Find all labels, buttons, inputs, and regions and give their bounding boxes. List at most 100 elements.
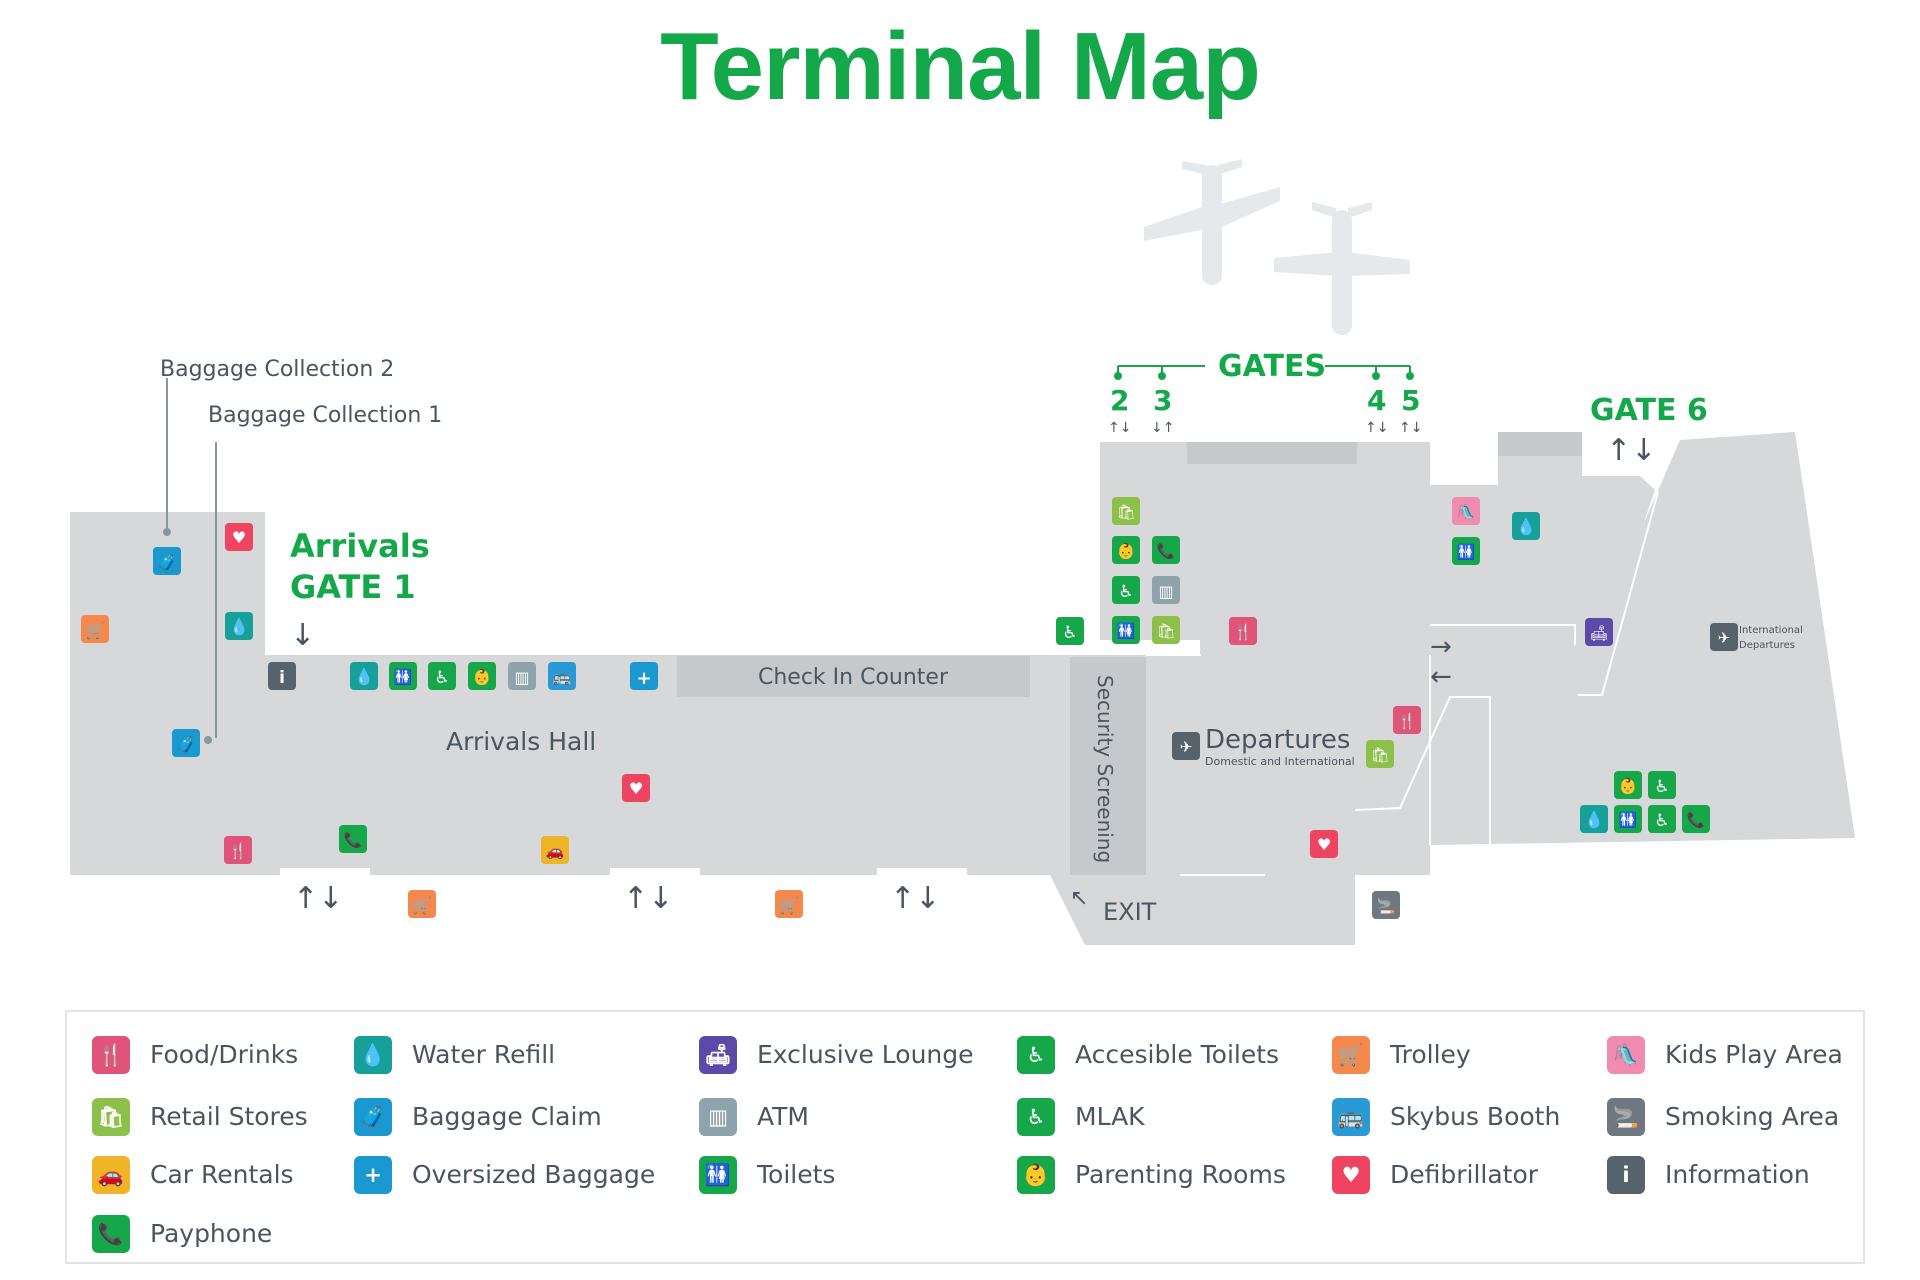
oversized-baggage-icon: + <box>354 1156 392 1194</box>
svg-text:♿: ♿ <box>434 668 449 688</box>
gate-3-label: 3 <box>1153 384 1172 417</box>
airplane-icon <box>1274 202 1410 335</box>
information-icon: i <box>1607 1156 1645 1194</box>
retail-stores-icon: 🛍 <box>1112 497 1140 525</box>
payphone-icon: 📞 <box>1682 805 1710 833</box>
car-rentals-icon: 🚗 <box>541 836 569 864</box>
svg-text:♥: ♥ <box>1317 835 1331 854</box>
toilets-icon: 🚻 <box>389 662 417 690</box>
svg-text:♥: ♥ <box>232 528 246 547</box>
svg-text:↓: ↓ <box>290 618 315 653</box>
payphone-icon: 📞 <box>92 1215 130 1253</box>
svg-text:✈: ✈ <box>1718 629 1731 647</box>
water-refill-icon: 💧 <box>1512 512 1540 540</box>
svg-text:🛍: 🛍 <box>1370 746 1389 764</box>
legend-label: Exclusive Lounge <box>757 1040 974 1069</box>
legend-label: Car Rentals <box>150 1160 294 1189</box>
svg-text:♿: ♿ <box>1118 582 1133 602</box>
gates-label: GATES <box>1218 349 1326 384</box>
arrivals-hall-label: Arrivals Hall <box>446 727 596 756</box>
svg-text:🛝: 🛝 <box>1457 503 1476 521</box>
svg-text:↑↓: ↑↓ <box>293 881 343 916</box>
food-drinks-icon: 🍴 <box>1393 706 1421 734</box>
svg-text:🚬: 🚬 <box>1377 897 1396 915</box>
svg-text:♿: ♿ <box>1062 623 1077 643</box>
exit-label: EXIT <box>1103 898 1157 926</box>
defibrillator-icon: ♥ <box>1332 1156 1370 1194</box>
atm-icon: ▥ <box>508 662 536 690</box>
toilets-icon: 🚻 <box>1112 616 1140 644</box>
legend-label: Water Refill <box>412 1040 556 1069</box>
svg-text:🚗: 🚗 <box>546 842 565 860</box>
legend-label: Parenting Rooms <box>1075 1160 1286 1189</box>
svg-text:💧: 💧 <box>1584 810 1604 829</box>
accessible-toilets-icon: ♿ <box>1112 576 1140 604</box>
accessible-toilets-icon: ♿ <box>1648 805 1676 833</box>
svg-text:🧳: 🧳 <box>157 553 177 572</box>
legend-label: Defibrillator <box>1390 1160 1539 1189</box>
legend-label: Information <box>1665 1160 1810 1189</box>
svg-text:🍴: 🍴 <box>1398 712 1417 730</box>
svg-text:📞: 📞 <box>1157 541 1176 560</box>
svg-text:🚻: 🚻 <box>1117 622 1136 640</box>
defibrillator-icon: ♥ <box>225 523 253 551</box>
trolley-icon: 🛒 <box>775 890 803 918</box>
svg-text:↑↓: ↑↓ <box>1399 420 1422 436</box>
legend-label: Skybus Booth <box>1390 1102 1561 1131</box>
toilets-icon: 🚻 <box>1452 537 1480 565</box>
legend-label: Accesible Toilets <box>1075 1040 1280 1069</box>
water-refill-icon: 💧 <box>225 612 253 640</box>
payphone-icon: 📞 <box>1152 536 1180 564</box>
svg-text:🍴: 🍴 <box>229 842 248 860</box>
information-icon: i <box>268 662 296 690</box>
departures-label: Departures <box>1205 725 1350 755</box>
water-refill-icon: 💧 <box>350 662 378 690</box>
legend-label: Food/Drinks <box>150 1040 299 1069</box>
svg-text:👶: 👶 <box>473 668 492 686</box>
skybus-booth-icon: 🚌 <box>1332 1098 1370 1136</box>
trolley-icon: 🛒 <box>408 890 436 918</box>
svg-text:📞: 📞 <box>344 830 363 849</box>
check-in-counter-label: Check In Counter <box>758 665 949 690</box>
baggage-claim-icon: 🧳 <box>153 547 181 575</box>
defibrillator-icon: ♥ <box>1310 830 1338 858</box>
kids-play-area-icon: 🛝 <box>1452 497 1480 525</box>
legend-label: Toilets <box>757 1160 836 1189</box>
svg-text:🍴: 🍴 <box>1234 623 1253 641</box>
legend-label: Kids Play Area <box>1665 1040 1843 1069</box>
accessible-toilets-icon: ♿ <box>428 662 456 690</box>
gate-lines <box>1114 365 1414 380</box>
svg-text:↑↓: ↑↓ <box>623 881 673 916</box>
legend-label: Oversized Baggage <box>412 1160 656 1189</box>
departures-icon: ✈ <box>1172 732 1200 760</box>
svg-text:🛍: 🛍 <box>1116 503 1135 521</box>
payphone-icon: 📞 <box>339 825 367 853</box>
smoking-area-icon: 🚬 <box>1607 1098 1645 1136</box>
baggage-claim-icon: 🧳 <box>354 1098 392 1136</box>
intl-departures-label-2: Departures <box>1739 640 1795 651</box>
food-drinks-icon: 🍴 <box>1229 617 1257 645</box>
legend-label: MLAK <box>1075 1102 1145 1131</box>
baggage-collection-2-label: Baggage Collection 2 <box>160 357 394 382</box>
svg-text:🛒: 🛒 <box>85 621 105 640</box>
svg-text:←: ← <box>1430 662 1452 692</box>
floor-plan <box>70 432 1855 945</box>
svg-text:↑↓: ↑↓ <box>1606 433 1656 468</box>
exclusive-lounge-icon: 🛋 <box>1585 618 1613 646</box>
gate-6-label: GATE 6 <box>1590 393 1708 428</box>
mlak-icon: ♿ <box>1017 1098 1055 1136</box>
food-drinks-icon: 🍴 <box>92 1036 130 1074</box>
food-drinks-icon: 🍴 <box>224 836 252 864</box>
car-rentals-icon: 🚗 <box>92 1156 130 1194</box>
arrivals-label: Arrivals <box>290 527 430 565</box>
retail-stores-icon: 🛍 <box>1152 616 1180 644</box>
svg-text:💧: 💧 <box>354 667 374 686</box>
legend-label: Retail Stores <box>150 1102 308 1131</box>
skybus-booth-icon: 🚌 <box>548 662 576 690</box>
oversized-baggage-icon: + <box>630 662 658 690</box>
svg-text:→: → <box>1430 632 1452 662</box>
toilets-icon: 🚻 <box>699 1156 737 1194</box>
airplane-icon <box>1144 159 1280 285</box>
terminal-map: Baggage Collection 2 Baggage Collection … <box>70 159 1855 945</box>
svg-text:↑↓: ↑↓ <box>890 881 940 916</box>
